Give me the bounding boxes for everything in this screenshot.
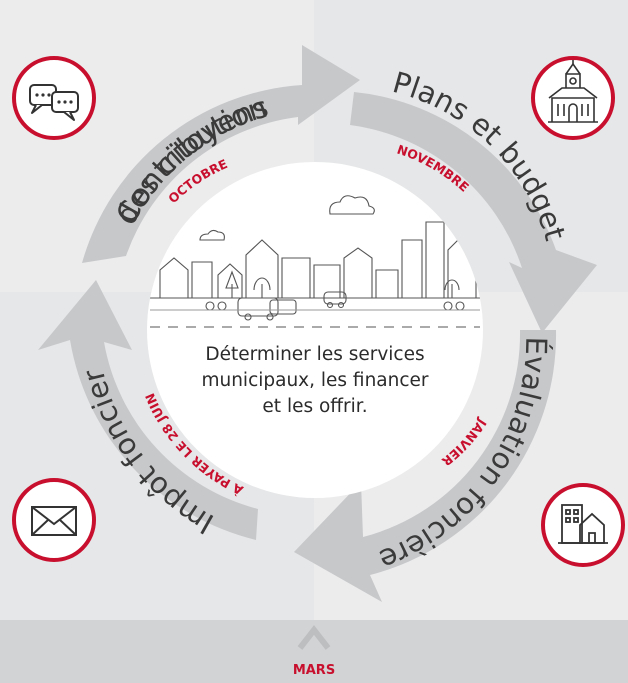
month-label-mars: MARS: [293, 663, 335, 678]
center-line: et les offrir.: [262, 396, 368, 417]
center-description: Déterminer les services municipaux, les …: [170, 342, 460, 420]
arrow-plans-budget: [350, 92, 597, 333]
city-hall-icon: [531, 56, 615, 140]
center-line: Déterminer les services: [205, 344, 425, 365]
center-line: municipaux, les financer: [201, 370, 429, 391]
buildings-icon: [541, 483, 625, 567]
arrow-impot: [38, 280, 258, 540]
chat-bubbles-icon: [12, 56, 96, 140]
center-circle: [147, 162, 483, 498]
envelope-icon: [12, 478, 96, 562]
bottom-chevron-icon: [290, 620, 338, 650]
cycle-arrows: [38, 45, 597, 602]
arrow-evaluation: [294, 330, 557, 602]
arrow-contribution: [82, 45, 360, 263]
